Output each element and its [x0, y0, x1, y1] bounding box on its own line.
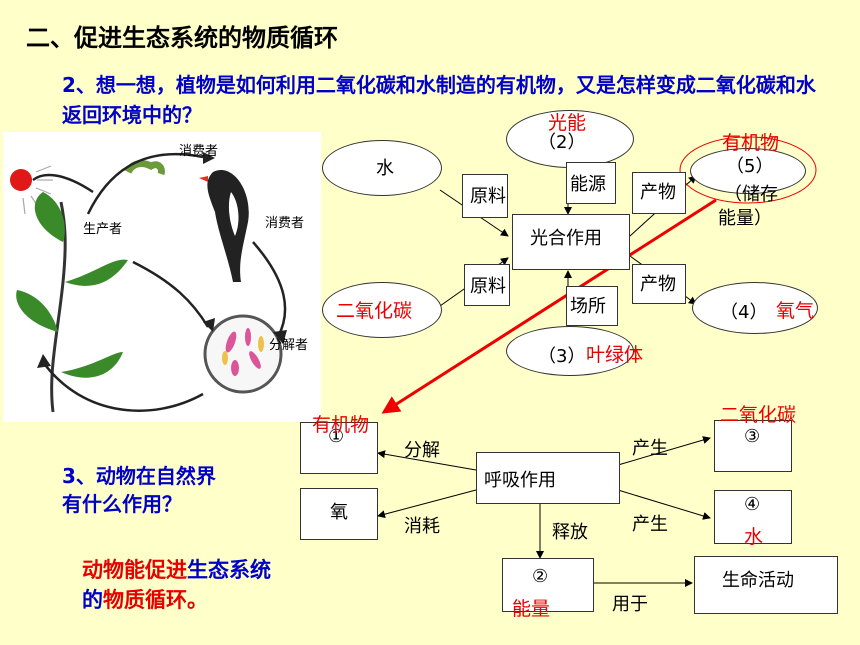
leaf-icon [65, 259, 128, 286]
question-3-line-1: 3、动物在自然界 [62, 464, 216, 488]
consumer-label: 消费者 [179, 144, 219, 159]
co2-ellipse [322, 282, 442, 338]
produce-label: 产生 [632, 438, 668, 459]
c1-label: ① [328, 426, 345, 447]
product-label: 产物 [640, 182, 676, 203]
product-label: 产物 [640, 274, 676, 295]
c4-label: ④ [744, 494, 761, 515]
produce-label: 产生 [632, 514, 668, 535]
conclusion: 动物能促进生态系统 的物质循环。 [82, 555, 271, 615]
num5-label: （5） [726, 156, 774, 177]
used-for-label: 用于 [612, 594, 648, 615]
storage-label-2: 能量） [718, 208, 772, 229]
num3-label: （3） [538, 346, 586, 367]
consume-label: 消耗 [404, 516, 440, 537]
num2-label: （2） [538, 132, 586, 153]
decomposer-icon [203, 314, 283, 394]
chloroplast-label: 叶绿体 [586, 344, 644, 366]
question-2: 2、想一想，植物是如何利用二氧化碳和水制造的有机物，又是怎样变成二氧化碳和水返回… [62, 73, 816, 127]
co2-box [714, 420, 792, 472]
water-label: 水 [744, 526, 764, 548]
oxygen-box [300, 488, 378, 540]
c3-label: ③ [744, 426, 761, 447]
red-link-arrow [381, 198, 717, 414]
co2-label: 二氧化碳 [336, 300, 413, 322]
input-label-box [462, 174, 508, 218]
organic-box [300, 422, 378, 474]
energy-box [502, 558, 594, 612]
energy-source-box [566, 162, 616, 204]
storage-label: （储存 [724, 184, 778, 205]
chloroplast-ellipse [506, 326, 634, 376]
light-energy-label: 光能 [548, 112, 587, 134]
conclusion-part-3: 的 [82, 588, 103, 612]
consumer-label: 消费者 [265, 216, 305, 231]
respiration-label: 呼吸作用 [484, 470, 556, 491]
co2-label: 二氧化碳 [720, 404, 797, 426]
num4-label: （4） [720, 302, 768, 323]
organic-ellipse [690, 148, 806, 194]
life-activity-label: 生命活动 [722, 570, 794, 591]
input-label-box [464, 264, 510, 306]
organic-label: 有机物 [312, 414, 370, 436]
photosynthesis-label: 光合作用 [530, 228, 602, 249]
cycle-drawing [10, 152, 287, 413]
release-label: 释放 [552, 522, 588, 543]
photosynthesis-box [512, 214, 630, 270]
product-label-box [632, 264, 686, 304]
cycle-arrows [32, 152, 287, 412]
conclusion-part-2: 生态系统 [187, 558, 271, 582]
question-3: 3、动物在自然界 有什么作用？ [62, 462, 216, 518]
organic-label: 有机物 [722, 132, 780, 154]
water-label: 水 [376, 158, 394, 179]
decomposer-label: 分解者 [269, 338, 309, 353]
water-ellipse [322, 140, 442, 196]
oxygen-label: 氧气 [776, 300, 815, 322]
decompose-label: 分解 [404, 440, 440, 461]
conclusion-part-4: 物质循环。 [103, 588, 208, 612]
water-box [714, 490, 792, 544]
bacteria-icon [225, 328, 261, 376]
respiration-box [476, 452, 620, 504]
oxygen-ellipse [692, 282, 818, 334]
energy-label: 能量 [512, 598, 551, 620]
sun-icon [10, 169, 32, 191]
product-label-box [632, 172, 686, 214]
site-label-box [566, 286, 618, 326]
leaf-icon [16, 290, 58, 332]
highlight-ring [679, 136, 817, 204]
question-3-line-2: 有什么作用？ [62, 492, 182, 516]
producer-label: 生产者 [83, 222, 123, 237]
bird-icon [207, 170, 249, 282]
leaf-icon [34, 192, 65, 242]
c2-label: ② [532, 566, 549, 587]
life-activity-box [694, 556, 838, 614]
light-ellipse [506, 110, 634, 168]
site-label: 场所 [570, 296, 606, 317]
conclusion-part-1: 动物能促进 [82, 558, 187, 582]
raw-material-label: 原料 [470, 276, 506, 297]
ecosystem-cycle-image: 消费者 生产者 消费者 分解者 [3, 132, 321, 422]
caterpillar-icon [124, 160, 165, 176]
energy-source-label: 能源 [570, 174, 606, 195]
raw-material-label: 原料 [470, 186, 506, 207]
leaf-icon [61, 352, 123, 378]
page-title: 二、促进生态系统的物质循环 [26, 24, 338, 52]
oxygen-box-label: 氧 [330, 502, 348, 523]
